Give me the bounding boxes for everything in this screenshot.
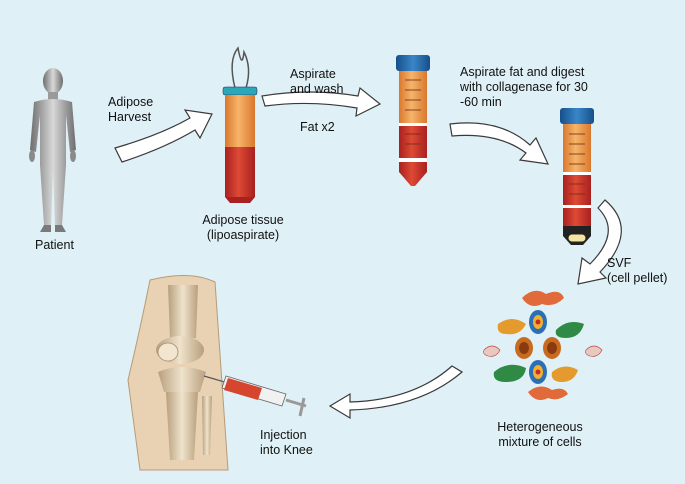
injection-label: Injection into Knee: [260, 428, 313, 457]
digest-label: Aspirate fat and digest with collagenase…: [460, 65, 588, 109]
fat-x2-label: Fat x2: [300, 120, 335, 134]
heterogeneous-label: Heterogeneous mixture of cells: [497, 420, 583, 449]
adipose-harvest-label: Adipose Harvest: [108, 95, 154, 124]
lipoaspirate-syringe-icon: [222, 46, 258, 203]
injection-syringe-icon: [203, 375, 307, 417]
aspirate-wash-label: Aspirate and wash: [290, 67, 344, 96]
svf-label: SVF (cell pellet): [607, 256, 668, 285]
patient-label: Patient: [35, 238, 74, 252]
digest-tube-icon: [560, 108, 594, 245]
knee-illustration-icon: [127, 274, 229, 471]
flow-arrow-injection: [328, 365, 464, 420]
flow-arrow-digest: [449, 122, 550, 165]
flow-arrow-wash: [261, 86, 382, 118]
cell-mixture-icon: [483, 290, 603, 400]
patient-figure-icon: [29, 68, 76, 232]
flow-arrow-svf: [577, 199, 622, 285]
flow-arrow-harvest: [114, 109, 213, 163]
wash-tube-icon: [396, 55, 430, 186]
adipose-tissue-label: Adipose tissue (lipoaspirate): [202, 213, 284, 242]
